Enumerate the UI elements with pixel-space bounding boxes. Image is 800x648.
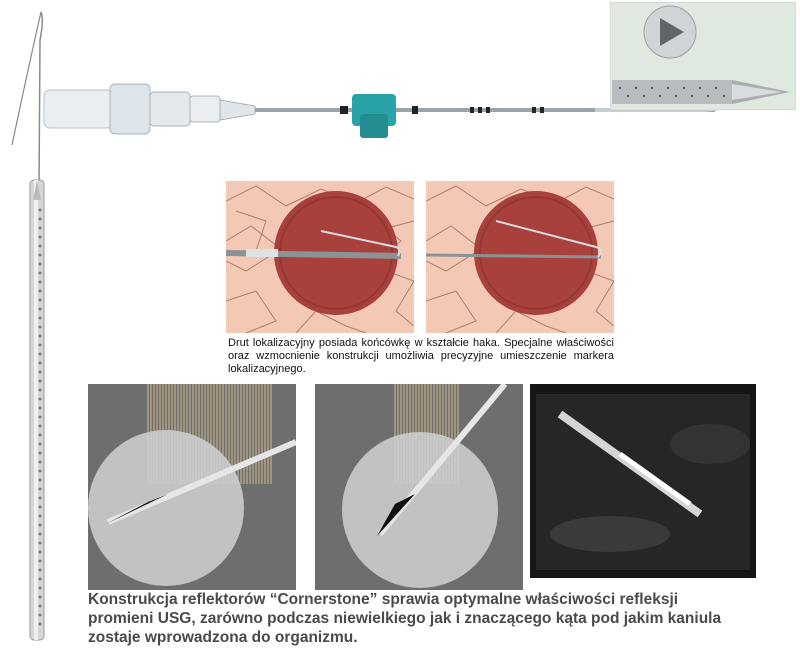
reflector-closeup-inset — [610, 2, 796, 110]
reflector-caption: Konstrukcja reflektorów “Cornerstone” sp… — [88, 591, 722, 646]
tissue-panel-hook-deployed — [426, 181, 614, 333]
ultrasound-illustration-shallow — [88, 384, 296, 590]
needle-assembly-photo — [43, 83, 720, 138]
tissue-panel-needle-in — [226, 181, 414, 333]
ultrasound-scan-image — [530, 384, 756, 578]
hook-wire-caption: Drut lokalizacyjny posiada końcówkę w ks… — [228, 337, 614, 375]
ultrasound-illustration-steep — [315, 384, 523, 590]
vertical-hook-wire — [11, 11, 45, 641]
